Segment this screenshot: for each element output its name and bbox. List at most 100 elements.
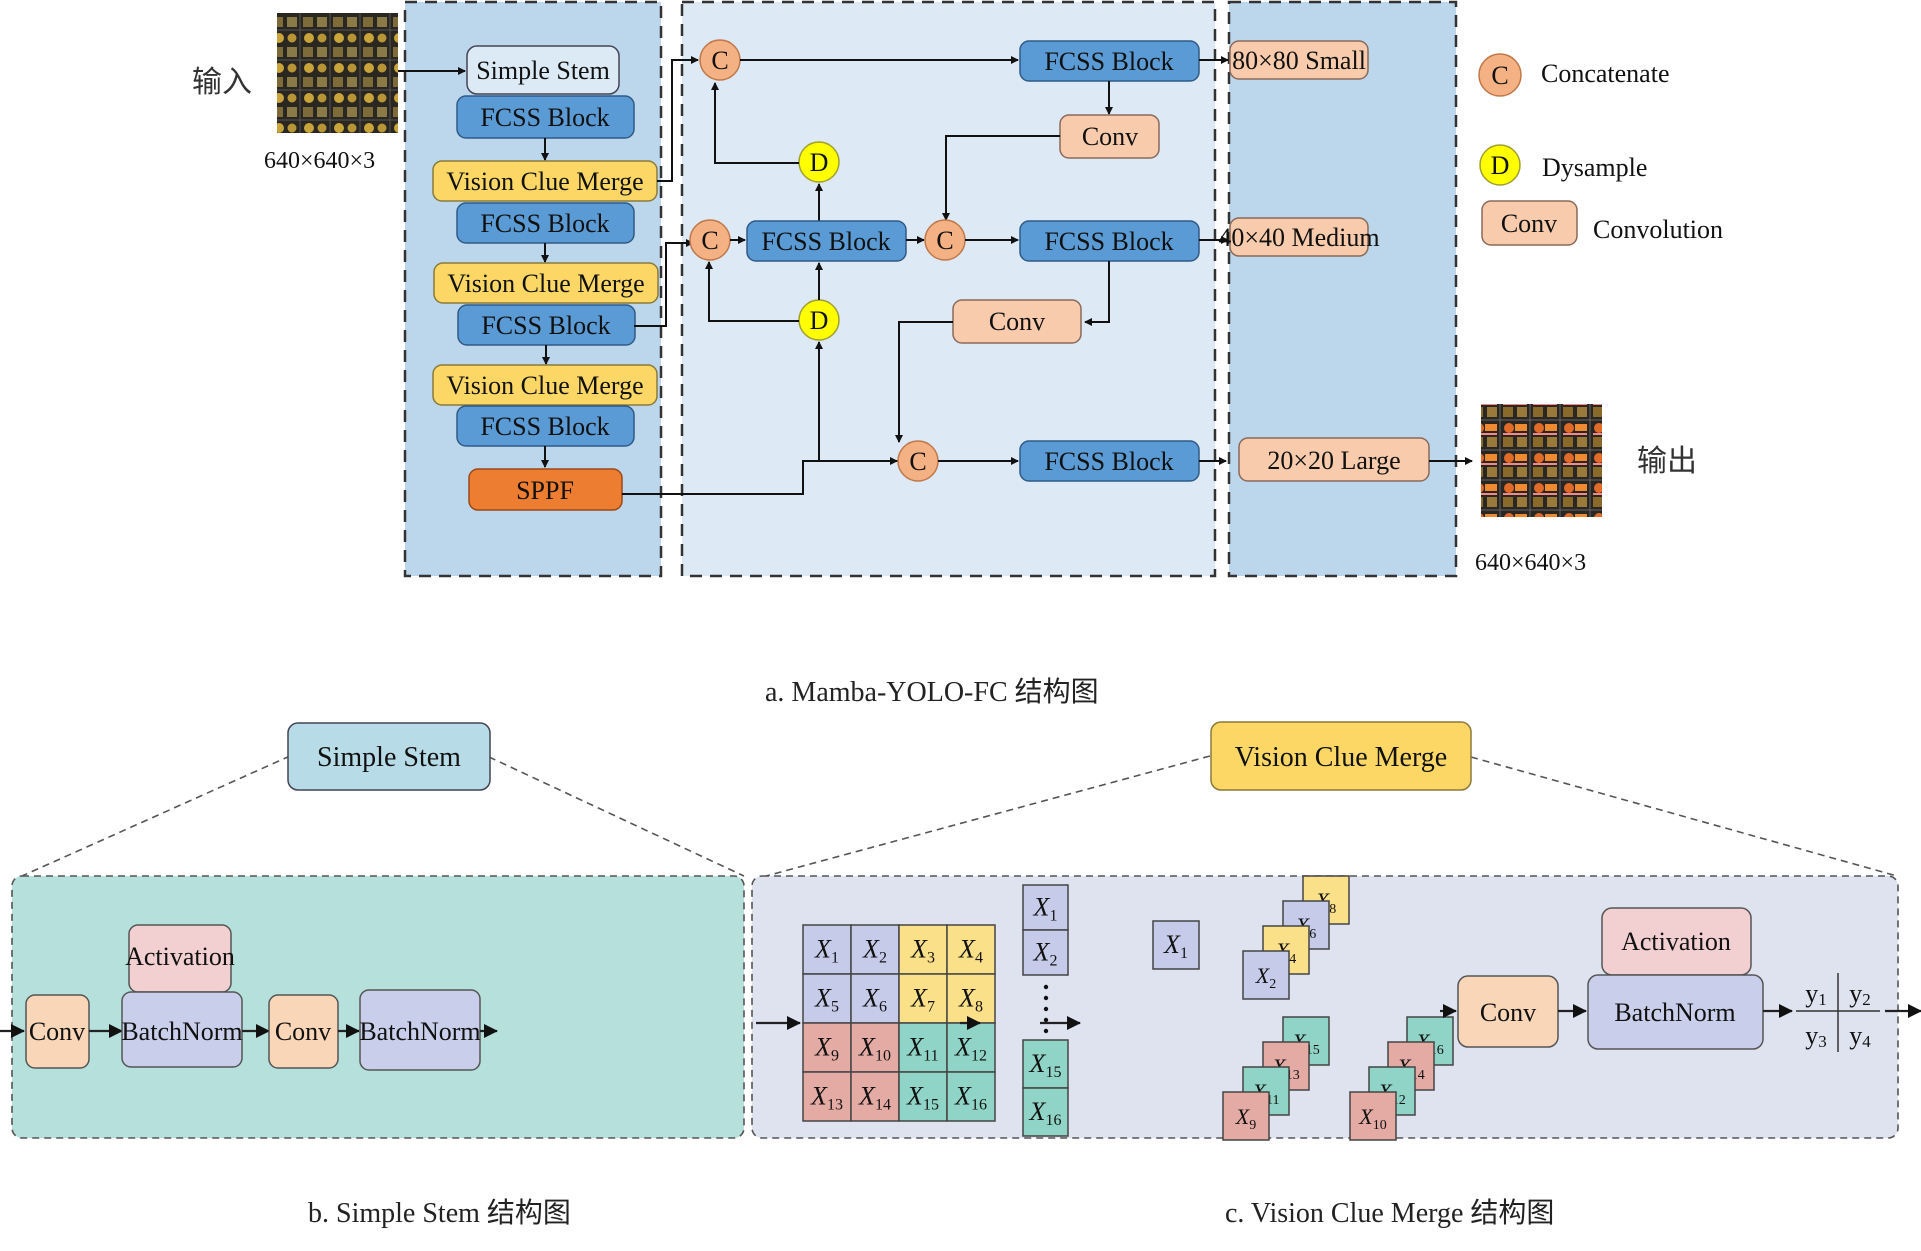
svg-text:Simple Stem: Simple Stem xyxy=(317,742,461,773)
stem-batchnorm-2: BatchNorm xyxy=(359,989,481,1071)
convolution-icon xyxy=(1481,200,1578,246)
svg-text:Conv: Conv xyxy=(1501,209,1557,238)
stem-conv-2: Conv xyxy=(268,994,339,1069)
svg-text:20×20 Large: 20×20 Large xyxy=(1267,446,1400,475)
ellipsis-dot xyxy=(1043,1028,1049,1034)
svg-text:D: D xyxy=(1491,151,1510,180)
svg-text:FCSS Block: FCSS Block xyxy=(1044,447,1173,476)
svg-text:40×40 Medium: 40×40 Medium xyxy=(1218,223,1379,252)
concat-node-4: C xyxy=(897,440,939,482)
backbone-fcss-block-2: FCSS Block xyxy=(456,202,635,244)
backbone-sppf: SPPF xyxy=(468,468,623,511)
dysample-node-2: D xyxy=(798,299,840,341)
svg-text:FCSS Block: FCSS Block xyxy=(480,412,609,441)
patch-label: X16 xyxy=(1029,1097,1062,1129)
vcm-activation: Activation xyxy=(1601,907,1752,976)
ellipsis-dot xyxy=(1043,984,1049,990)
patch-label: X15 xyxy=(1029,1049,1062,1081)
caption-b: b. Simple Stem 结构图 xyxy=(308,1197,571,1229)
vcm-title-box: Vision Clue Merge xyxy=(1210,721,1472,791)
svg-text:FCSS Block: FCSS Block xyxy=(1044,47,1173,76)
output-size: 640×640×3 xyxy=(1475,550,1586,576)
patch-cell: X13 xyxy=(802,1071,852,1122)
patch-cell: X10 xyxy=(1349,1091,1397,1141)
concat-node-3: C xyxy=(924,219,966,261)
backbone-fcss-block-1: FCSS Block xyxy=(456,95,635,139)
svg-text:Conv: Conv xyxy=(275,1017,331,1046)
svg-text:SPPF: SPPF xyxy=(516,476,574,505)
dysample-node-1: D xyxy=(798,141,840,183)
svg-text:FCSS Block: FCSS Block xyxy=(480,209,609,238)
patch-cell: X9 xyxy=(1222,1091,1270,1141)
caption-a: a. Mamba-YOLO-FC 结构图 xyxy=(765,676,1099,708)
svg-text:FCSS Block: FCSS Block xyxy=(1044,227,1173,256)
head-output-large: 20×20 Large xyxy=(1238,437,1430,482)
patch-cell: X6 xyxy=(850,973,900,1024)
patch-cell: X1 xyxy=(802,924,852,975)
svg-text:Vision Clue Merge: Vision Clue Merge xyxy=(447,269,644,298)
vcm-conv: Conv xyxy=(1457,975,1559,1048)
neck-fcss-block-mid-left: FCSS Block xyxy=(746,220,907,262)
neck-fcss-block-mid-right: FCSS Block xyxy=(1019,220,1200,262)
concat-node-1: C xyxy=(699,39,741,81)
svg-text:Activation: Activation xyxy=(125,942,235,971)
svg-text:Conv: Conv xyxy=(1082,122,1138,151)
backbone-simple-stem: Simple Stem xyxy=(466,45,620,95)
neck-conv-bottom: Conv xyxy=(952,299,1082,344)
head-panel xyxy=(1227,0,1458,578)
svg-text:Vision Clue Merge: Vision Clue Merge xyxy=(1235,742,1447,773)
svg-text:C: C xyxy=(711,46,728,75)
backbone-fcss-block-4: FCSS Block xyxy=(456,405,635,447)
patch-stacks: X1X8X6X4X2X15X13X11X9X16X14X12X10 xyxy=(1152,875,1454,1141)
svg-text:Conv: Conv xyxy=(989,307,1045,336)
patch-cell: X14 xyxy=(850,1071,900,1122)
patch-cell: X4 xyxy=(946,924,996,975)
concatenate-icon xyxy=(1478,53,1522,97)
input-image xyxy=(277,13,398,133)
backbone-vcm-2: Vision Clue Merge xyxy=(433,262,659,304)
svg-text:BatchNorm: BatchNorm xyxy=(1614,998,1735,1027)
svg-text:Simple Stem: Simple Stem xyxy=(476,56,610,85)
patch-cell: X11 xyxy=(898,1022,948,1073)
svg-text:D: D xyxy=(810,306,829,335)
neck-panel xyxy=(680,0,1217,578)
svg-text:C: C xyxy=(936,226,953,255)
patch-cell: X2 xyxy=(1242,950,1290,1000)
input-size: 640×640×3 xyxy=(264,148,375,174)
svg-text:Convolution: Convolution xyxy=(1593,215,1723,244)
svg-text:FCSS Block: FCSS Block xyxy=(481,311,610,340)
concat-node-2: C xyxy=(689,219,731,261)
patch-cell: X3 xyxy=(898,924,948,975)
head-output-small: 80×80 Small xyxy=(1229,40,1369,80)
patch-cell: X12 xyxy=(946,1022,996,1073)
legend-dysample: D Dysample xyxy=(1479,144,1647,186)
patch-cell: X8 xyxy=(946,973,996,1024)
svg-text:FCSS Block: FCSS Block xyxy=(761,227,890,256)
output-image xyxy=(1481,404,1602,517)
svg-text:Vision Clue Merge: Vision Clue Merge xyxy=(446,167,643,196)
caption-c: c. Vision Clue Merge 结构图 xyxy=(1225,1197,1554,1229)
stem-batchnorm-1: BatchNorm xyxy=(121,991,243,1068)
neck-fcss-block-top: FCSS Block xyxy=(1019,40,1200,82)
patch-cell: X15 xyxy=(1022,1039,1069,1089)
ellipsis-dot xyxy=(1043,1006,1049,1012)
output-label: 输出 xyxy=(1637,444,1697,479)
legend-concatenate: C Concatenate xyxy=(1478,53,1670,97)
svg-text:C: C xyxy=(701,226,718,255)
neck-fcss-block-bottom: FCSS Block xyxy=(1019,440,1200,482)
patch-cell: X2 xyxy=(850,924,900,975)
patch-cell: X16 xyxy=(946,1071,996,1122)
patch-cell: X16 xyxy=(1022,1087,1069,1137)
backbone-fcss-block-3: FCSS Block xyxy=(457,304,636,346)
ellipsis-dot xyxy=(1043,1017,1049,1023)
svg-text:C: C xyxy=(909,447,926,476)
svg-text:FCSS Block: FCSS Block xyxy=(480,103,609,132)
svg-text:80×80 Small: 80×80 Small xyxy=(1232,46,1366,75)
svg-text:Conv: Conv xyxy=(1480,998,1536,1027)
backbone-vcm-1: Vision Clue Merge xyxy=(432,160,658,202)
legend-convolution: Conv Convolution xyxy=(1481,200,1723,246)
patch-cell: X7 xyxy=(898,973,948,1024)
